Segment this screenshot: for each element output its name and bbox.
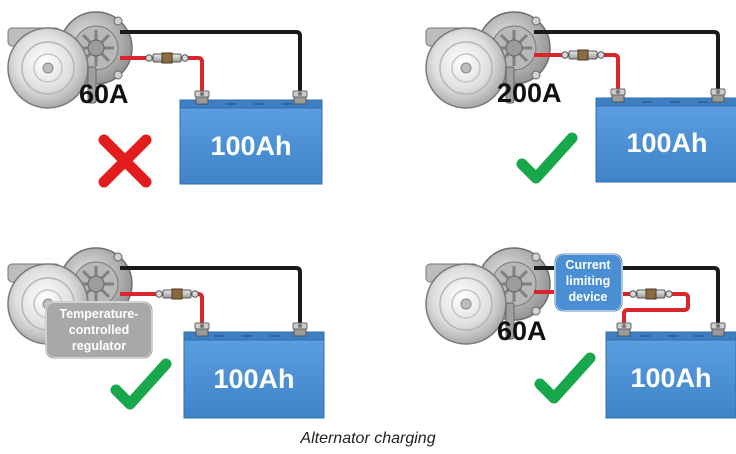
negative-cable xyxy=(120,266,302,330)
negative-cable xyxy=(120,30,302,98)
limiter-label-line-3: device xyxy=(569,290,608,304)
fuse-icon xyxy=(145,52,189,64)
alternator-rating-label: 60A xyxy=(497,316,547,346)
battery-capacity-label: 100Ah xyxy=(626,128,707,158)
positive-cable xyxy=(534,53,620,96)
positive-cable xyxy=(120,56,204,98)
check-icon xyxy=(116,364,166,404)
check-icon xyxy=(540,358,590,398)
limiter-label-line-2: limiting xyxy=(566,274,610,288)
battery-capacity-label: 100Ah xyxy=(210,131,291,161)
negative-terminal xyxy=(292,322,308,337)
regulator-label-line-2: controlled xyxy=(69,323,129,337)
negative-terminal xyxy=(710,88,726,103)
fuse-icon xyxy=(155,288,199,300)
regulator-label-line-1: Temperature- xyxy=(60,307,139,321)
regulator-box: Temperature- controlled regulator xyxy=(45,301,153,359)
alternator-rating-label: 60A xyxy=(79,79,129,109)
positive-terminal xyxy=(616,322,632,337)
negative-terminal xyxy=(710,322,726,337)
positive-terminal xyxy=(194,90,210,105)
check-icon xyxy=(522,138,572,178)
battery xyxy=(605,337,736,419)
cross-icon xyxy=(98,134,152,188)
regulator-label-line-3: regulator xyxy=(72,339,126,353)
limiter-label-line-1: Current xyxy=(565,258,611,272)
scenario-1: 60A 100Ah xyxy=(6,10,323,188)
fuse-icon xyxy=(561,49,605,61)
battery xyxy=(179,105,323,185)
negative-cable xyxy=(534,30,720,96)
battery xyxy=(595,103,736,183)
positive-terminal xyxy=(194,322,210,337)
negative-terminal xyxy=(292,90,308,105)
positive-terminal xyxy=(610,88,626,103)
scenario-4: Current limiting device 60A 100Ah xyxy=(424,246,736,419)
fuse-icon xyxy=(629,288,673,300)
negative-cable xyxy=(534,266,720,330)
figure-caption: Alternator charging xyxy=(300,430,436,447)
scenario-3: Temperature- controlled regulator 100Ah xyxy=(6,246,325,419)
battery-capacity-label: 100Ah xyxy=(213,364,294,394)
battery-capacity-label: 100Ah xyxy=(630,363,711,393)
alternator-rating-label: 200A xyxy=(497,78,562,108)
scenario-2: 200A 100Ah xyxy=(424,10,736,183)
battery xyxy=(183,337,325,419)
current-limiting-device-box: Current limiting device xyxy=(554,253,623,312)
